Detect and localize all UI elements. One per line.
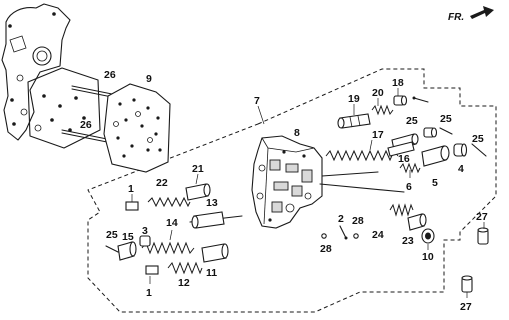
callout-9: 9 [146,73,152,85]
ball-28-upper [353,233,359,239]
callout-6: 6 [406,181,412,193]
spring-22 [147,196,191,208]
valve-15 [117,241,137,261]
callout-labels: 1 1 2 3 4 5 6 7 8 9 10 11 12 13 14 15 16… [80,69,488,313]
front-arrow-icon [470,6,494,19]
pin-25-right [439,127,453,135]
callout-15: 15 [122,231,134,243]
callout-12: 12 [178,277,190,289]
valve-spool-16 [387,141,415,157]
spring-24 [389,203,414,217]
valve-spool-13 [189,211,243,229]
callout-4: 4 [458,163,464,175]
callout-19: 19 [348,93,360,105]
cap-4 [453,143,468,157]
valve-5 [421,145,450,167]
spring-14 [141,241,195,255]
callout-28-lower: 28 [320,243,332,255]
callout-27-upper: 27 [476,211,488,223]
clip-1-lower [145,265,159,275]
callout-25-far-right: 25 [472,133,484,145]
front-direction-label: FR. [448,12,464,23]
spring-12 [167,261,203,275]
rod-17 [321,171,379,177]
callout-26-upper: 26 [104,69,116,81]
callout-26-lower: 26 [80,119,92,131]
callout-5: 5 [432,177,438,189]
callout-11: 11 [206,267,217,279]
callout-18: 18 [392,77,404,89]
callout-27-lower: 27 [460,301,472,313]
callout-14: 14 [166,217,178,229]
callout-25-right: 25 [440,113,452,125]
separator-plate [103,83,171,173]
valve-23 [407,213,427,231]
callout-22: 22 [156,177,168,189]
pin-25-far-right [471,143,487,157]
plug-3 [139,235,151,247]
plug-18 [393,95,408,106]
callout-28-upper: 28 [352,215,364,227]
spring-6 [399,162,421,174]
spring-17 [325,149,399,162]
valve-spool-19 [337,113,371,129]
callout-2: 2 [338,213,344,225]
callout-21: 21 [192,163,204,175]
callout-25-left: 25 [106,229,118,241]
callout-10: 10 [422,251,434,263]
clip-1-upper [125,201,139,211]
transmission-housing [1,3,71,141]
callout-3: 3 [142,225,148,237]
callout-13: 13 [206,197,218,209]
cap-10 [421,228,435,244]
callout-8: 8 [294,127,300,139]
callout-1-upper: 1 [128,183,134,195]
valve-spool-11 [201,243,229,263]
rod-24 [319,183,405,193]
main-valve-body [251,135,323,229]
spring-20 [371,104,394,116]
leader-21 [195,173,199,185]
callout-20: 20 [372,87,384,99]
assembly-outline [87,68,497,313]
leader-17 [369,139,373,151]
callout-24: 24 [372,229,384,241]
leader-14 [169,229,173,241]
callout-17: 17 [372,129,384,141]
pin-25-left [105,245,119,253]
plug-right [423,127,438,138]
plug-27-upper [477,227,489,245]
leader-7 [257,105,265,125]
callout-25-top: 25 [406,115,418,127]
front-direction-indicator: FR. [448,6,494,23]
valve-spool-21 [185,183,211,201]
pin-25-top [412,96,429,103]
callout-7: 7 [254,95,260,107]
callout-1-lower: 1 [146,287,152,299]
ball-28-lower [321,233,327,239]
callout-16: 16 [398,153,410,165]
callout-23: 23 [402,235,414,247]
pin-2 [339,225,348,240]
plug-27-lower [461,275,473,293]
